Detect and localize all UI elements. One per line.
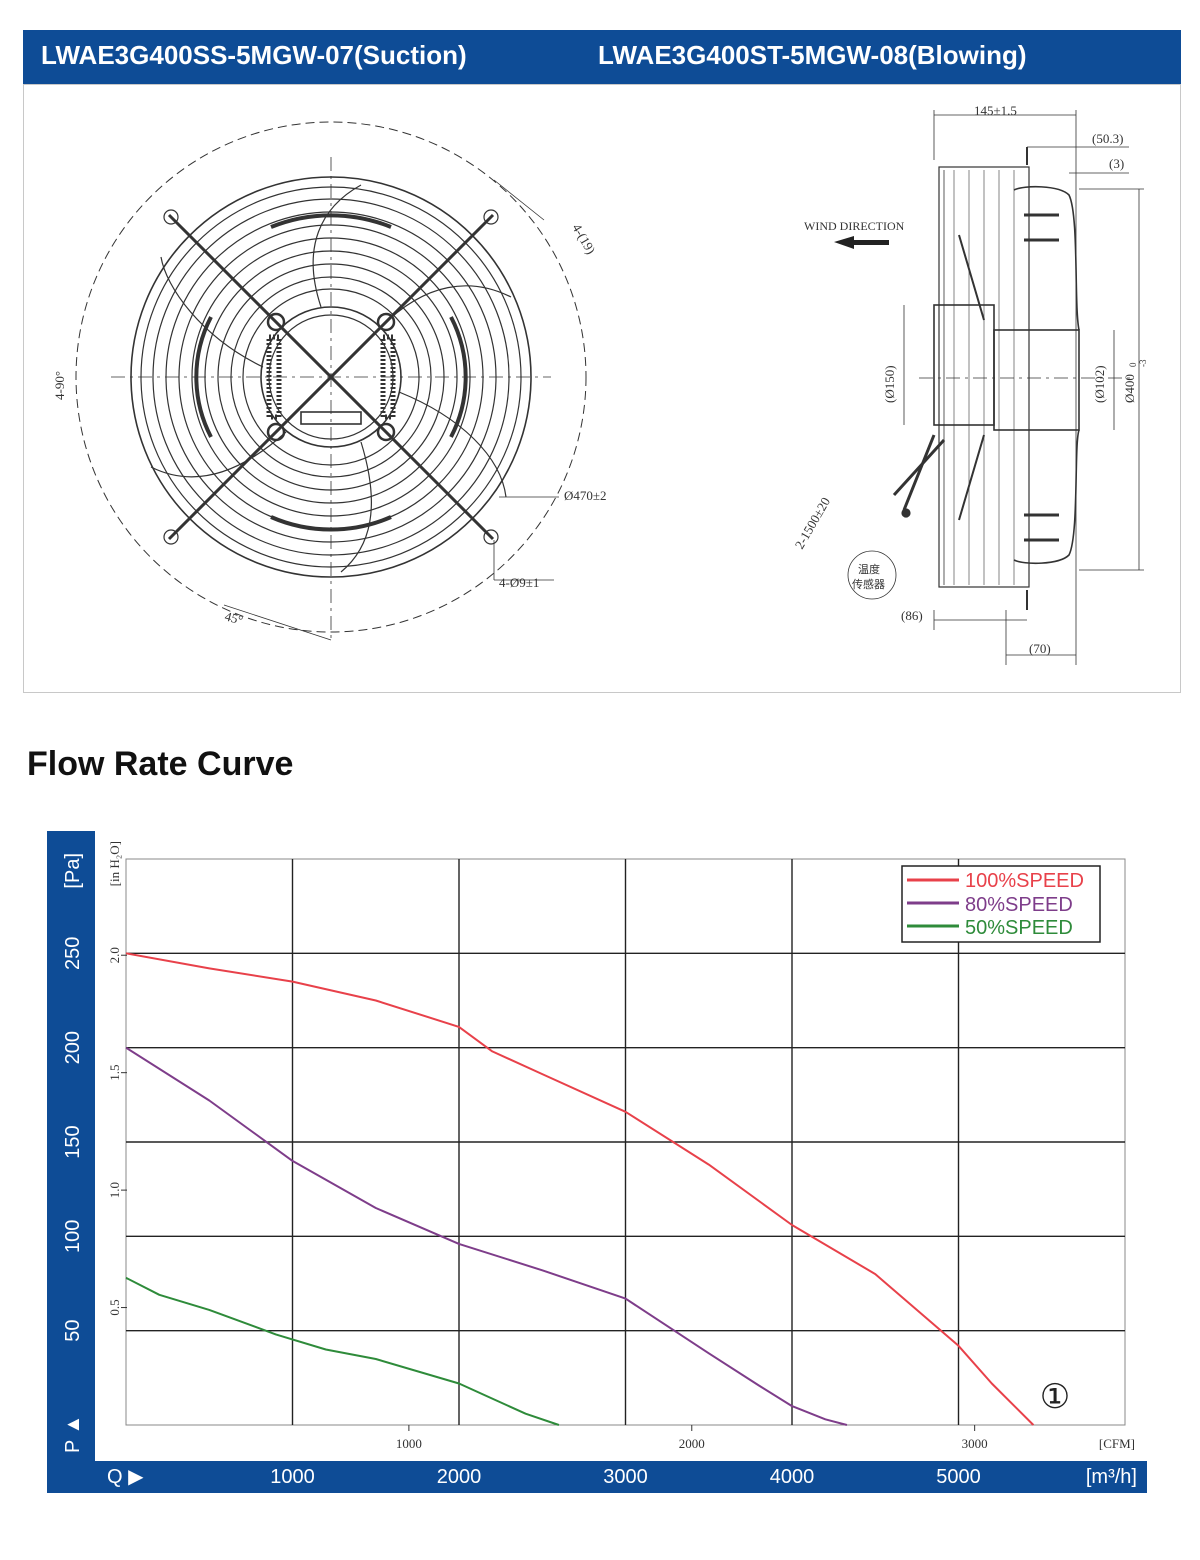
series-line-0 xyxy=(125,952,1035,1426)
chart-legend: 100%SPEED 80%SPEED 50%SPEED xyxy=(901,865,1101,943)
model-blowing-mode: (Blowing) xyxy=(908,40,1027,70)
legend-entry-80: 80%SPEED xyxy=(965,894,1073,916)
dim-150-label: (Ø150) xyxy=(882,365,897,403)
flow-rate-chart-svg: 1000 2000 3000 4000 5000 50 100 150 200 250 0.5 1.0… xyxy=(47,831,1147,1493)
chart-grid xyxy=(121,858,1126,1431)
dim-86-label: (86) xyxy=(901,608,923,623)
technical-drawing-panel: 4-(19) 4-90° Ø470±2 4-Ø9±1 45° xyxy=(23,84,1181,693)
y-tick-inh2o: 2.0 xyxy=(107,947,122,963)
chart-series xyxy=(125,952,1035,1426)
dim-50-3-label: (50.3) xyxy=(1092,131,1123,146)
dim-102-label: (Ø102) xyxy=(1092,365,1107,403)
y-tick-pa: 150 xyxy=(62,1125,84,1158)
x-tick-m3h: 4000 xyxy=(770,1466,815,1488)
series-line-2 xyxy=(125,1276,560,1426)
x-axis-symbol: Q ▶ xyxy=(107,1466,144,1488)
legend-entry-100: 100%SPEED xyxy=(965,870,1084,892)
x-tick-cfm: 1000 xyxy=(396,1436,422,1451)
y-axis-label-pa: [Pa] xyxy=(62,853,84,889)
x-tick-m3h: 5000 xyxy=(936,1466,981,1488)
dim-3-label: (3) xyxy=(1109,156,1124,171)
legend-entry-50: 50%SPEED xyxy=(965,917,1073,939)
flow-rate-chart: 1000 2000 3000 4000 5000 50 100 150 200 250 0.5 1.0… xyxy=(47,831,1147,1493)
model-suction-mode: (Suction) xyxy=(354,40,467,70)
x-tick-m3h: 3000 xyxy=(603,1466,648,1488)
y-axis-label-inh2o: [in H₂O] xyxy=(107,841,122,886)
y-tick-pa: 250 xyxy=(62,937,84,970)
dim-angle-45-label: 45° xyxy=(223,608,244,627)
x-tick-m3h: 1000 xyxy=(270,1466,315,1488)
series-line-1 xyxy=(125,1046,848,1426)
model-suction-name: LWAE3G400SS-5MGW-07 xyxy=(41,40,355,70)
section-title: Flow Rate Curve xyxy=(27,745,294,783)
dim-cable-label: 2-1500±20 xyxy=(792,495,833,552)
y-axis-bar xyxy=(47,831,95,1493)
dim-angle-90-label: 4-90° xyxy=(52,371,67,400)
x-unit-m3h: [m³/h] xyxy=(1086,1466,1137,1488)
dim-400-tol-upper: 0 xyxy=(1128,362,1138,367)
model-blowing: LWAE3G400ST-5MGW-08(Blowing) xyxy=(598,40,1027,71)
y-axis-symbol: P ▲ xyxy=(62,1415,84,1453)
model-blowing-name: LWAE3G400ST-5MGW-08 xyxy=(598,40,909,70)
sensor-label-line1: 温度 xyxy=(858,562,880,576)
x-tick-cfm: 2000 xyxy=(679,1436,705,1451)
sensor-label-line2: 传感器 xyxy=(852,578,885,591)
y-tick-pa: 100 xyxy=(62,1220,84,1253)
y-tick-inh2o: 1.0 xyxy=(107,1182,122,1198)
x-unit-cfm: [CFM] xyxy=(1099,1436,1135,1451)
model-suction: LWAE3G400SS-5MGW-07(Suction) xyxy=(41,40,467,71)
dim-holes-label: 4-Ø9±1 xyxy=(499,575,539,590)
wind-direction-arrow-icon xyxy=(834,236,889,249)
dim-400-tol-lower: -3 xyxy=(1138,359,1148,367)
dim-outer-diameter-label: Ø470±2 xyxy=(564,488,607,503)
chart-labels: 1000 2000 3000 4000 5000 50 100 150 200 250 0.5 1.0… xyxy=(62,937,988,1488)
curve-marker: ① xyxy=(1040,1379,1070,1416)
dim-70-label: (70) xyxy=(1029,641,1051,656)
model-header-bar: LWAE3G400SS-5MGW-07(Suction) LWAE3G400ST… xyxy=(23,30,1181,84)
front-view-drawing xyxy=(75,121,587,642)
y-tick-pa: 50 xyxy=(62,1320,84,1342)
x-tick-cfm: 3000 xyxy=(962,1436,988,1451)
x-axis-bar xyxy=(47,1461,1147,1493)
technical-drawing-svg: 4-(19) 4-90° Ø470±2 4-Ø9±1 45° xyxy=(52,103,1148,665)
dim-slot-label: 4-(19) xyxy=(569,221,598,257)
y-tick-pa: 200 xyxy=(62,1031,84,1064)
y-tick-inh2o: 0.5 xyxy=(107,1299,122,1315)
dim-depth-label: 145±1.5 xyxy=(974,103,1017,118)
y-tick-inh2o: 1.5 xyxy=(107,1065,122,1081)
x-tick-m3h: 2000 xyxy=(437,1466,482,1488)
wind-direction-label: WIND DIRECTION xyxy=(804,219,905,233)
side-view-drawing xyxy=(847,110,1144,665)
dim-400-label: Ø400 xyxy=(1122,374,1137,403)
